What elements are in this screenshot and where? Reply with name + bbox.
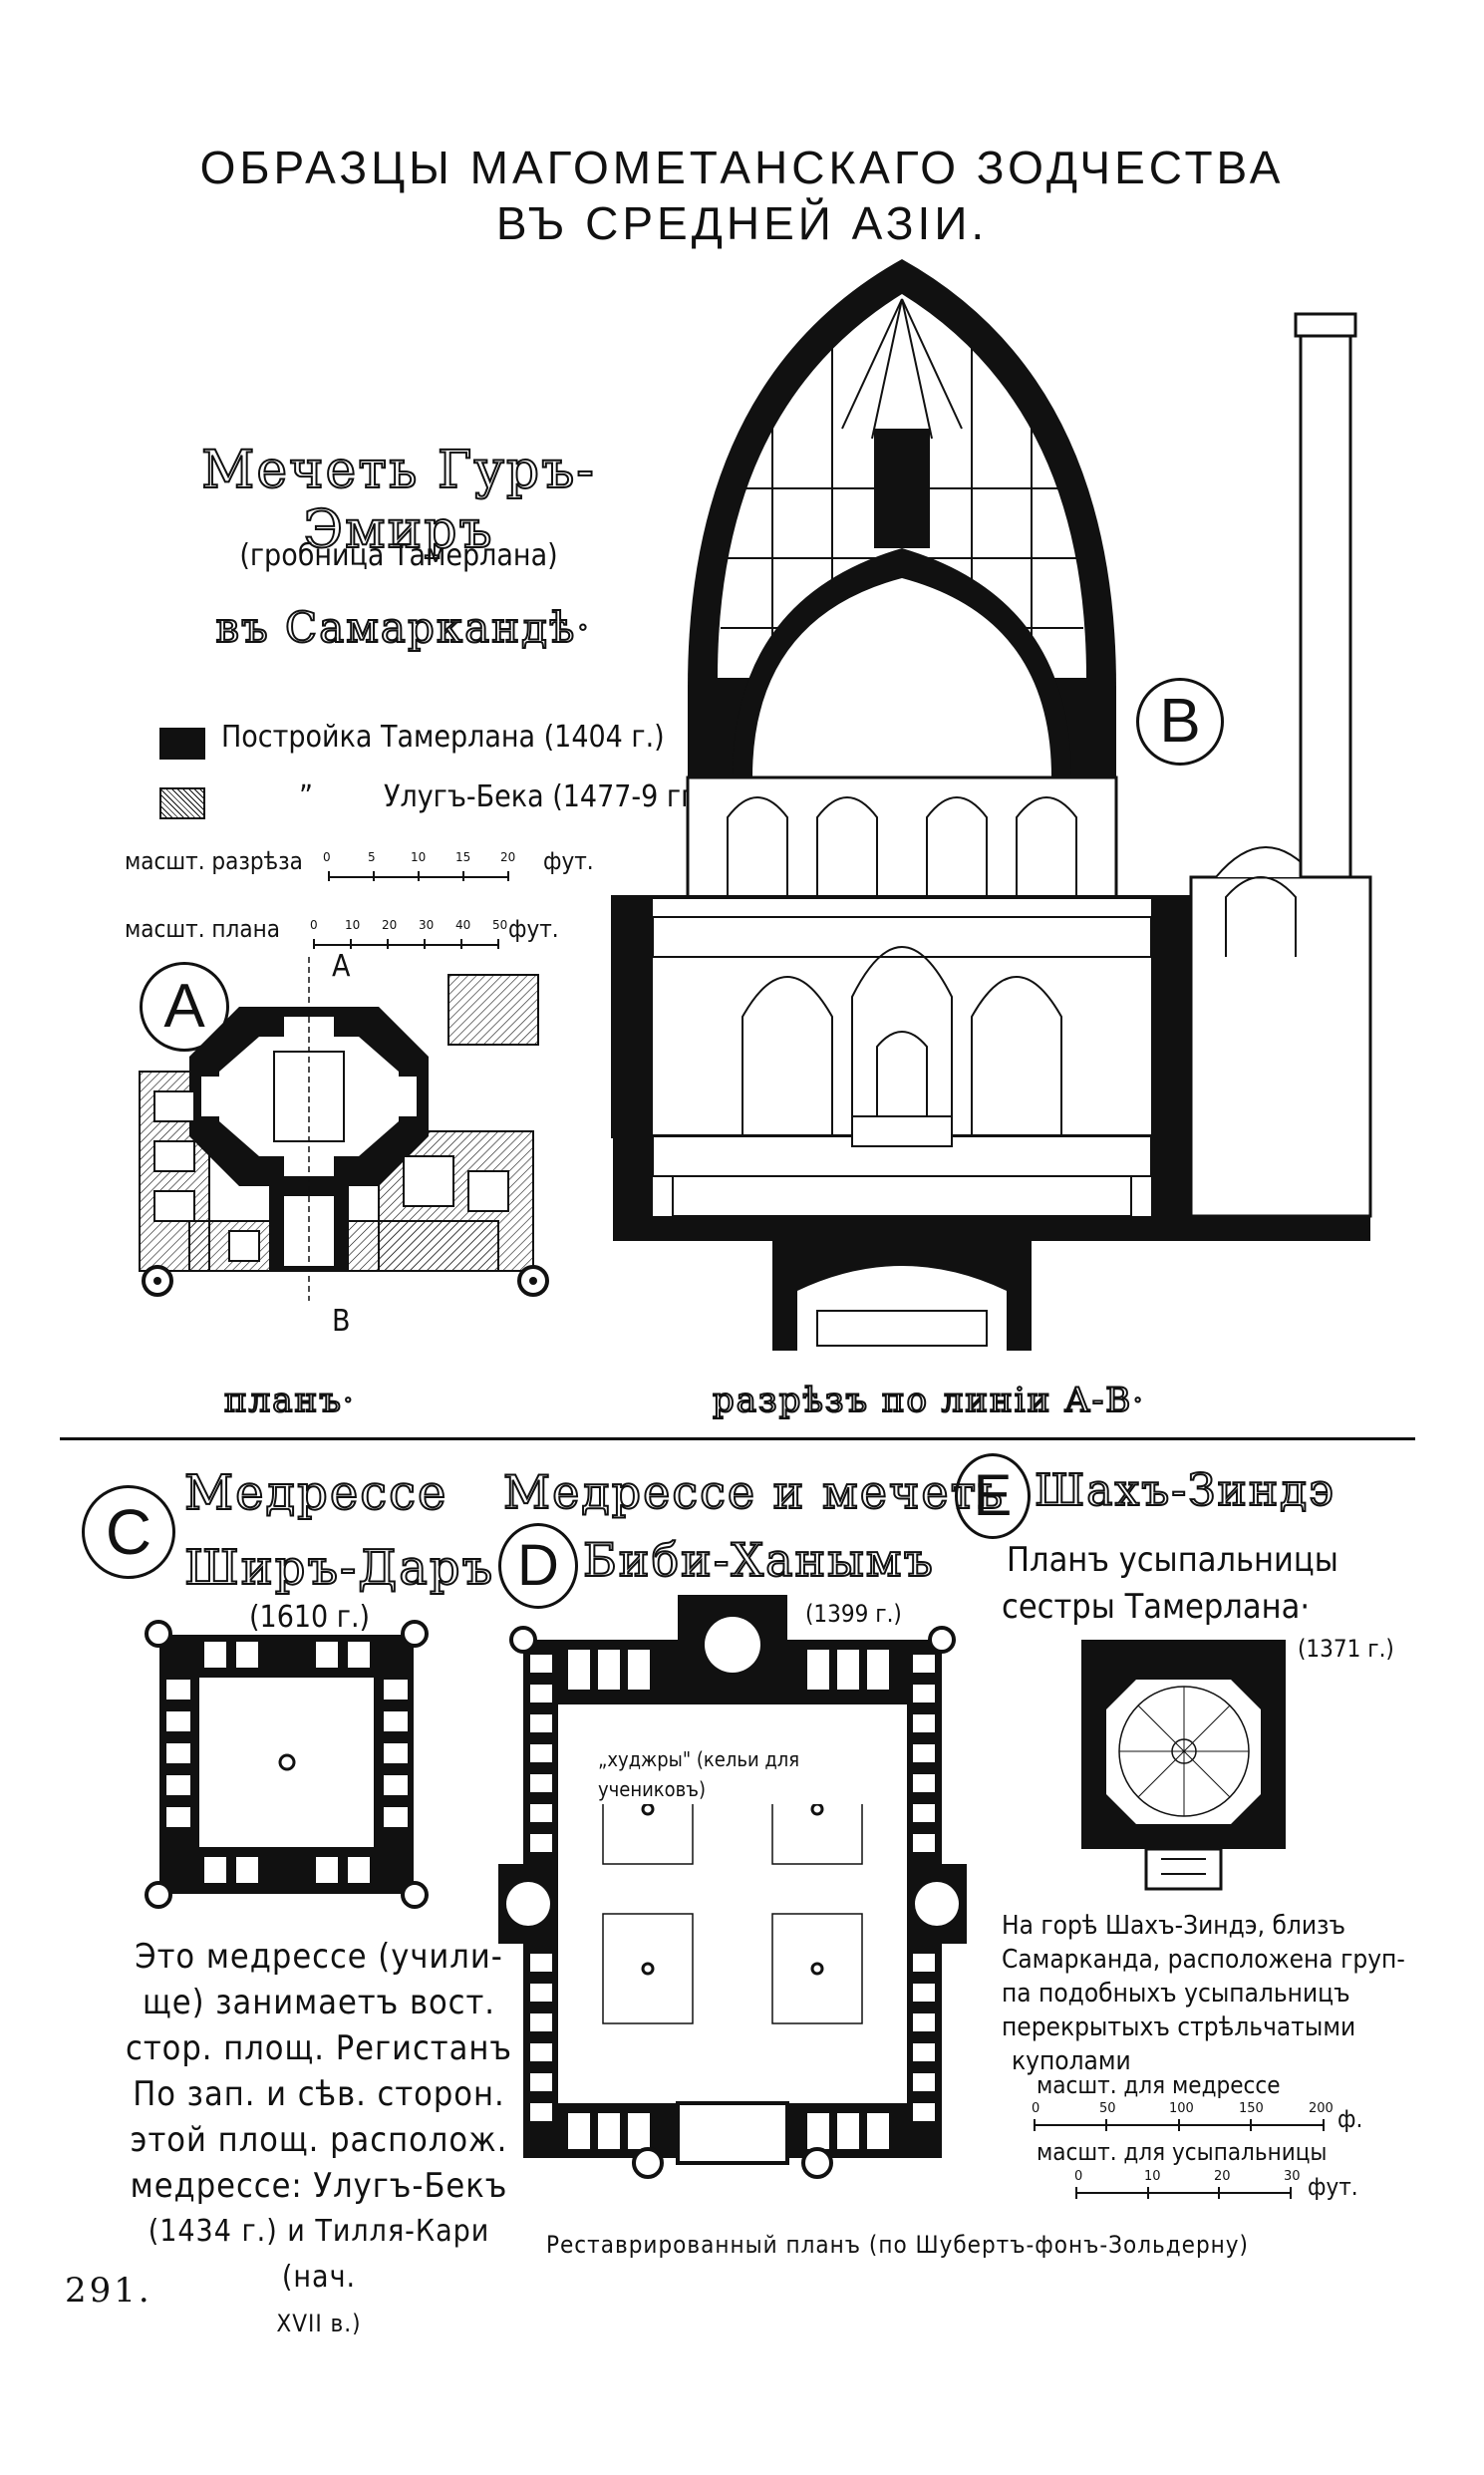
scale-section-bar: [328, 871, 509, 881]
scale-plan-unit: фут.: [508, 915, 559, 943]
scale-section-tick: 10: [411, 850, 427, 864]
shir-dar-line: ще) занимаетъ вост.: [142, 1983, 496, 2022]
shir-dar-plan: [145, 1620, 429, 1909]
gur-emir-subheading: (гробница Тамерлана): [239, 538, 558, 573]
scale1-tick: 150: [1239, 2101, 1264, 2116]
scale-plan-label: масшт. плана: [125, 915, 280, 943]
scale-plan-tick: 40: [455, 918, 471, 932]
gur-emir-heading: Мечеть Гуръ-Эмиръ: [200, 440, 596, 561]
legend-label-timur: Постройка Тамерлана (1404 г.): [221, 720, 665, 755]
scale1-tick: 0: [1032, 2101, 1040, 2116]
shir-dar-heading1: Медрессе: [183, 1464, 448, 1522]
scale1-tick: 200: [1309, 2101, 1334, 2116]
scale2-tick: 10: [1144, 2169, 1161, 2184]
legend-label-ulugbek: Улугъ-Бека (1477-9 гг.): [384, 779, 715, 814]
bibi-khanym-caption: Реставрированный планъ (по Шубертъ-фонъ-…: [546, 2231, 1249, 2259]
scale1-bar: [1034, 2119, 1325, 2131]
shir-dar-line: По зап. и сѣв. сторон.: [133, 2074, 505, 2114]
shir-dar-paragraph: Это медрессе (учили- ще) занимаетъ вост.…: [110, 1934, 528, 2346]
bibi-khanym-heading2: Биби-Ханымъ: [582, 1532, 935, 1588]
shir-dar-line: этой площ. располож.: [130, 2120, 508, 2160]
scale-section-tick: 20: [500, 850, 516, 864]
scale-plan-tick: 0: [310, 918, 318, 932]
gur-emir-location: въ Самаркандѣ·: [214, 602, 592, 653]
scale-plan-bar: [313, 939, 499, 949]
shir-dar-line: медрессе: Улугъ-Бекъ: [130, 2166, 508, 2206]
shah-zinde-heading: Шахъ-Зиндэ: [1034, 1464, 1336, 1517]
scale-plan-tick: 30: [419, 918, 435, 932]
scale1-tick: 50: [1099, 2101, 1116, 2116]
scale1-label: масшт. для медрессе: [1037, 2071, 1281, 2099]
shah-zinde-line: куполами: [1012, 2046, 1131, 2076]
legend-ditto: ”: [299, 779, 313, 814]
legend-swatch-timur: [159, 728, 205, 760]
shir-dar-line: стор. площ. Регистанъ: [126, 2028, 512, 2068]
shah-zinde-line: па подобныхъ усыпальницъ: [1002, 1979, 1350, 2009]
shir-dar-year: (1610 г.): [249, 1600, 371, 1635]
shir-dar-line: Это медрессе (учили-: [135, 1937, 503, 1977]
section-divider: [60, 1437, 1415, 1440]
bibi-khanym-plan: [498, 1595, 967, 2179]
marker-c: C: [82, 1485, 175, 1579]
caption-plan: планъ·: [223, 1380, 356, 1421]
marker-e: E: [955, 1453, 1031, 1539]
gur-emir-plan: [139, 957, 549, 1301]
scale-section-tick: 0: [323, 850, 331, 864]
scale2-unit: фут.: [1308, 2173, 1358, 2201]
shah-zinde-paragraph: На горѣ Шахъ-Зиндэ, близъ Самарканда, ра…: [1002, 1909, 1430, 2078]
legend-swatch-ulugbek: [159, 787, 205, 819]
scale-plan-tick: 20: [382, 918, 398, 932]
shah-zinde-line: перекрытыхъ стрѣльчатыми: [1002, 2012, 1356, 2042]
scale-plan-tick: 10: [345, 918, 361, 932]
caption-section: разрѣзъ по линіи А-В·: [712, 1380, 1146, 1421]
plan-label-b: В: [332, 1304, 351, 1339]
shah-zinde-year: (1371 г.): [1298, 1635, 1394, 1663]
shir-dar-line: (1434 г.) и Тилля-Кари (нач.: [148, 2214, 490, 2295]
gur-emir-section: [611, 259, 1372, 1351]
page-title-line2: ВЪ СРЕДНЕЙ АЗІИ.: [495, 197, 989, 249]
scale-section-tick: 5: [368, 850, 376, 864]
scale-section-label: масшт. разрѣза: [125, 847, 303, 875]
scale2-tick: 0: [1074, 2169, 1083, 2184]
shah-zinde-line: Самарканда, расположена груп-: [1002, 1945, 1405, 1975]
shir-dar-heading2: Ширъ-Даръ: [183, 1539, 495, 1597]
scale-section-tick: 15: [455, 850, 471, 864]
shah-zinde-subheading2: сестры Тамерлана·: [1002, 1587, 1311, 1627]
plan-label-a: А: [332, 949, 351, 984]
scale2-label: масшт. для усыпальницы: [1037, 2138, 1328, 2166]
shah-zinde-subheading1: Планъ усыпальницы: [1007, 1540, 1338, 1580]
page-number: 291.: [65, 2271, 152, 2311]
bibi-khanym-year: (1399 г.): [805, 1600, 902, 1628]
scale2-tick: 20: [1214, 2169, 1231, 2184]
scale1-unit: ф.: [1337, 2105, 1363, 2133]
scale2-tick: 30: [1284, 2169, 1301, 2184]
shah-zinde-line: На горѣ Шахъ-Зиндэ, близъ: [1002, 1911, 1346, 1941]
scale2-bar: [1075, 2187, 1292, 2199]
scale1-tick: 100: [1169, 2101, 1194, 2116]
marker-a: A: [140, 962, 229, 1052]
bibi-khanym-heading1: Медрессе и мечеть: [502, 1464, 1006, 1520]
scale-section-unit: фут.: [543, 847, 594, 875]
marker-d: D: [498, 1523, 578, 1609]
scale-plan-tick: 50: [492, 918, 508, 932]
page-title-line1: ОБРАЗЦЫ МАГОМЕТАНСКАГО ЗОДЧЕСТВА: [199, 142, 1285, 193]
bibi-khanym-note: „худжры" (кельи для учениковъ): [598, 1744, 867, 1804]
shir-dar-line: XVII в.): [276, 2310, 362, 2337]
shah-zinde-plan: [1081, 1640, 1286, 1891]
marker-b: B: [1136, 678, 1224, 766]
